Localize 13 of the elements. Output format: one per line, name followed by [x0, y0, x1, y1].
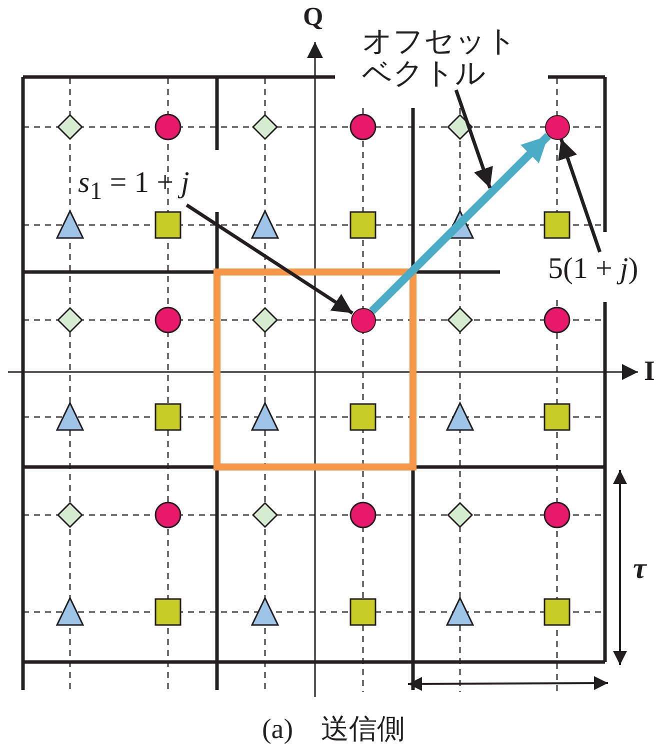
- arrow: [186, 204, 354, 315]
- constellation-point: [544, 114, 570, 140]
- caption: (a) 送信側: [262, 714, 406, 745]
- dimension-label: τ: [633, 552, 646, 586]
- leader-line: [454, 89, 493, 189]
- constellation-point: [350, 308, 376, 332]
- arrow: [369, 132, 551, 314]
- axis-label: I: [644, 356, 655, 388]
- axis-label: Q: [303, 2, 324, 32]
- math-label: s$_{1}$ = 1 + j: [78, 165, 234, 205]
- callout-text: オフセットベクトル: [362, 26, 528, 90]
- arrow: [558, 138, 602, 253]
- math-label: 5(1 + j): [548, 252, 664, 288]
